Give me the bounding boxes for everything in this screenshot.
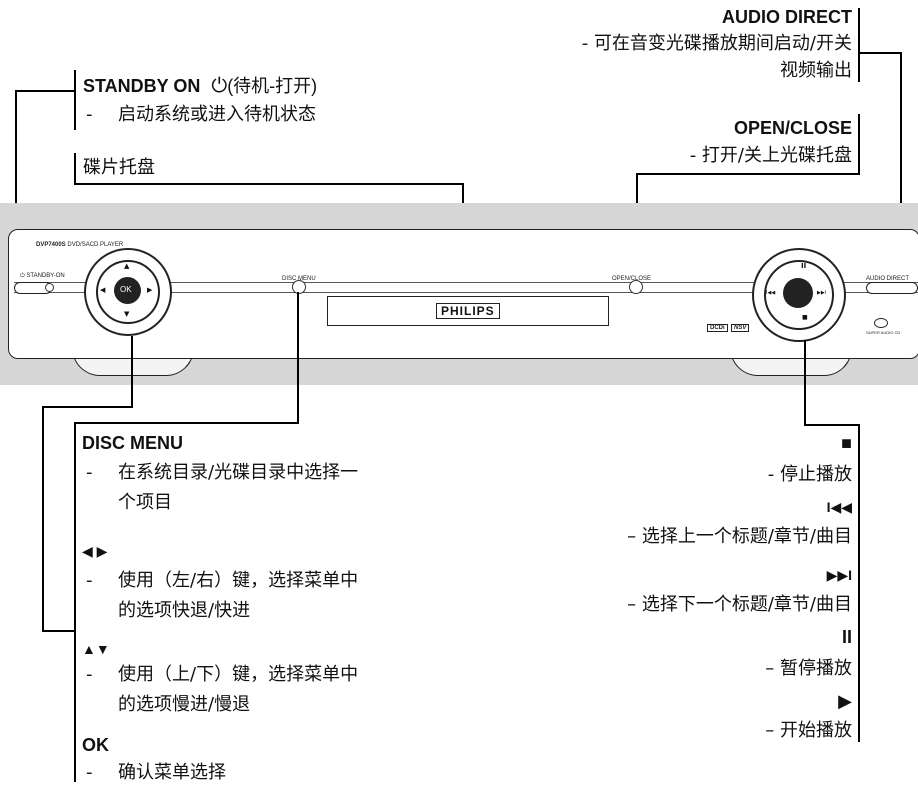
audio-direct-leader-v	[900, 52, 902, 290]
disc-tray-bracket	[74, 153, 76, 185]
prev-desc: – 选择上一个标题/章节/曲目	[627, 526, 852, 547]
standby-bracket	[74, 70, 76, 130]
sacd-logo-icon	[874, 318, 888, 328]
disc-menu-desc-2: 个项目	[118, 492, 172, 513]
jog-leader-h	[804, 424, 860, 426]
audio-direct-bracket	[858, 8, 860, 82]
ok-button[interactable]: OK	[114, 277, 141, 304]
disc-tray-title: 碟片托盘	[83, 157, 155, 178]
standby-led	[45, 283, 54, 292]
jog-prev-label[interactable]: I◀◀	[766, 290, 776, 296]
up-down-title: ▲▼	[82, 641, 110, 657]
device-bottom-line	[14, 292, 918, 293]
standby-desc: 启动系统或进入待机状态	[118, 104, 316, 125]
device-audio-direct-label: AUDIO DIRECT	[866, 276, 910, 282]
disc-menu-dash: -	[86, 462, 93, 483]
right-labels-bracket	[858, 424, 860, 742]
standby-leader-h	[15, 90, 76, 92]
prev-symbol: I◀◀	[826, 499, 852, 515]
jog-pause-label[interactable]: II	[801, 262, 807, 270]
next-desc: – 选择下一个标题/章节/曲目	[627, 594, 852, 615]
audio-direct-desc-1: - 可在音变光碟播放期间启动/开关	[581, 33, 852, 54]
nav-down-button[interactable]: ▼	[124, 310, 130, 318]
audio-direct-button[interactable]	[866, 282, 918, 294]
up-down-desc-1: 使用（上/下）键，选择菜单中	[118, 664, 359, 685]
ok-label: OK	[120, 285, 132, 294]
nav-left-button[interactable]: ◀	[100, 286, 106, 294]
device-model: DVP7400S DVD/SACD PLAYER	[36, 242, 124, 248]
disc-tray: PHILIPS	[327, 296, 609, 326]
standby-dash: -	[86, 104, 93, 125]
left-right-title: ◀ ▶	[82, 543, 108, 559]
nav-leader-h2	[42, 630, 76, 632]
open-close-bracket	[858, 114, 860, 174]
device-standby-label: ⏻ STANDBY-ON	[20, 273, 65, 279]
nav-up-button[interactable]: ▲	[124, 262, 130, 270]
play-desc: – 开始播放	[765, 720, 852, 741]
pause-desc: – 暂停播放	[765, 658, 852, 679]
disc-menu-title: DISC MENU	[82, 433, 184, 453]
audio-direct-leader-h	[858, 52, 902, 54]
stop-symbol: ■	[841, 433, 852, 453]
device-open-close-label: OPEN/CLOSE	[612, 276, 652, 282]
up-down-dash: -	[86, 664, 93, 685]
pause-symbol: II	[841, 627, 852, 647]
stop-desc: - 停止播放	[767, 464, 852, 485]
up-down-desc-2: 的选项慢进/慢退	[118, 694, 251, 715]
open-close-leader-h	[636, 173, 860, 175]
open-close-button[interactable]	[629, 280, 643, 294]
next-symbol: ▶▶I	[826, 567, 852, 583]
open-close-desc: - 打开/关上光碟托盘	[689, 145, 852, 166]
disc-menu-leader-h	[74, 422, 299, 424]
nav-leader-h	[42, 406, 133, 408]
ok-dash: -	[86, 762, 93, 783]
ok-desc: 确认菜单选择	[118, 762, 226, 783]
disc-menu-desc-1: 在系统目录/光碟目录中选择一	[118, 462, 359, 483]
open-close-title: OPEN/CLOSE	[733, 118, 852, 138]
disc-menu-button[interactable]	[292, 280, 306, 294]
left-right-dash: -	[86, 570, 93, 591]
disc-menu-leader-v	[297, 292, 299, 424]
jog-leader-v	[804, 340, 806, 426]
jog-stop-label[interactable]: ■	[802, 314, 808, 321]
nsv-logo: NSV	[731, 324, 750, 332]
audio-direct-desc-2: 视频输出	[780, 60, 852, 81]
dcdi-logo: DCDi	[707, 324, 728, 332]
standby-title: STANDBY ON ⏻(待机-打开)	[83, 75, 318, 97]
ok-title: OK	[82, 735, 109, 755]
standby-leader-v	[15, 90, 17, 288]
play-button[interactable]	[783, 278, 813, 308]
device-top-line	[14, 282, 918, 283]
nav-right-button[interactable]: ▶	[147, 286, 153, 294]
brand-logo: PHILIPS	[436, 303, 500, 319]
audio-direct-title: AUDIO DIRECT	[722, 7, 852, 27]
left-right-desc-1: 使用（左/右）键，选择菜单中	[118, 570, 359, 591]
jog-next-label[interactable]: ▶▶I	[817, 290, 827, 296]
left-right-desc-2: 的选项快退/快进	[118, 600, 251, 621]
nav-leader-v	[131, 336, 133, 408]
play-symbol: ▶	[838, 691, 852, 711]
disc-tray-leader-h	[74, 183, 464, 185]
nav-leader-v2	[42, 406, 44, 632]
left-labels-bracket	[74, 422, 76, 782]
sacd-label: SUPER AUDIO CD	[866, 330, 901, 335]
device-disc-menu-label: DISC MENU	[282, 276, 316, 282]
